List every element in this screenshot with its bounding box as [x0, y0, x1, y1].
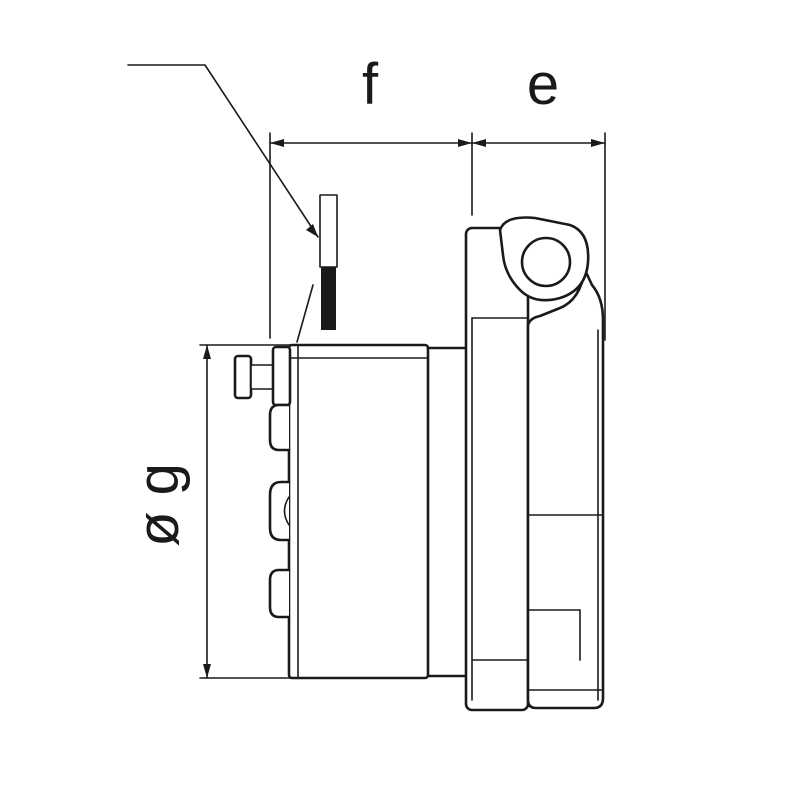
leader-line	[127, 64, 319, 343]
front-lid	[526, 268, 605, 710]
dimension-line-vertical	[199, 344, 296, 679]
contact-pin-icon	[319, 194, 338, 330]
dimension-label-g: ø g	[126, 463, 191, 547]
rear-housing	[287, 343, 430, 680]
locking-screw-icon	[233, 345, 292, 407]
hinge-lug-icon	[498, 216, 590, 302]
dimension-label-f: f	[362, 52, 379, 117]
dimension-label-e: e	[527, 52, 559, 117]
housing-neck	[426, 346, 468, 678]
dimension-line-horizontal	[269, 132, 606, 341]
housing-side-lugs	[268, 403, 291, 619]
mounting-flange	[464, 226, 530, 712]
